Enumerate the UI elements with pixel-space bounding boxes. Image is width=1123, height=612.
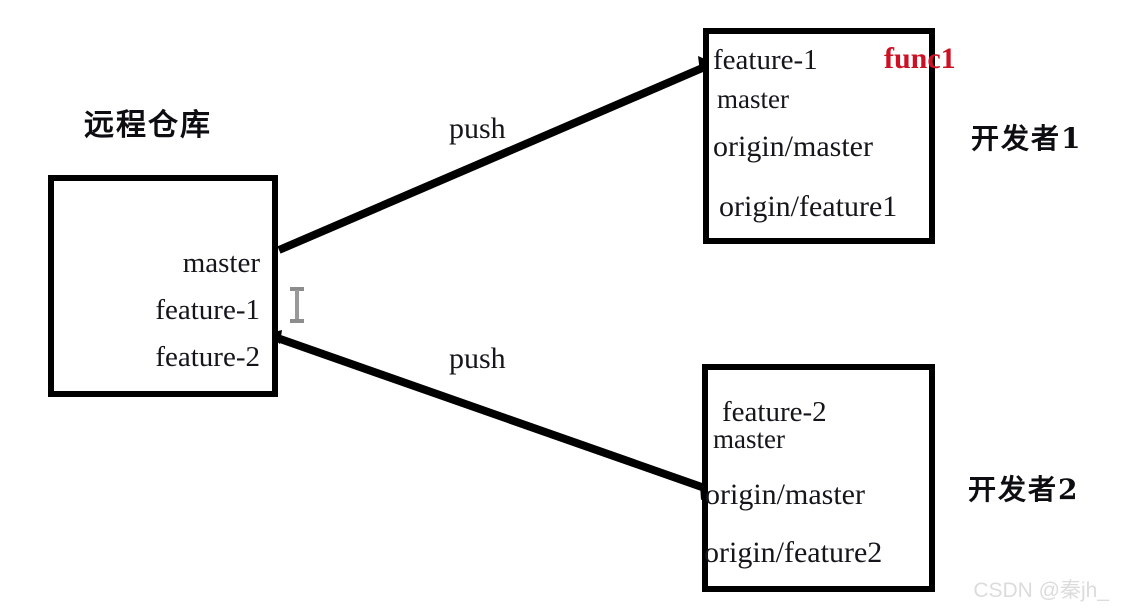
watermark: CSDN @秦jh_ [973,579,1109,602]
remote-repo-branch-list: master feature-1 feature-2 [60,240,260,381]
developer2-branch-origin-master: origin/master [705,478,865,511]
developer1-annotation-func1: func1 [884,42,956,75]
remote-repo-box [48,175,278,397]
developer1-branch-master: master [717,84,789,114]
branch-item: feature-2 [155,341,260,373]
developer1-branch-origin-feature1: origin/feature1 [719,190,898,223]
push-label-developer1: push [449,112,506,145]
developer1-branch-feature-1: feature-1 [713,44,818,76]
developer2-branch-master: master [713,424,785,454]
text-caret-icon [290,287,304,323]
developer1-branch-origin-master: origin/master [713,130,873,163]
remote-repo-title: 远程仓库 [84,108,212,143]
branch-item: feature-1 [155,294,260,326]
developer2-branch-origin-feature2: origin/feature2 [704,536,883,569]
push-arrow-developer1 [277,56,716,254]
branch-item: master [182,247,260,279]
developer1-label: 开发者1 [971,122,1083,155]
push-label-developer2: push [449,342,506,375]
developer1-box [703,28,935,244]
developer2-box [702,364,935,592]
developer2-label: 开发者2 [968,473,1080,506]
developer2-branch-feature-2: feature-2 [722,396,827,428]
